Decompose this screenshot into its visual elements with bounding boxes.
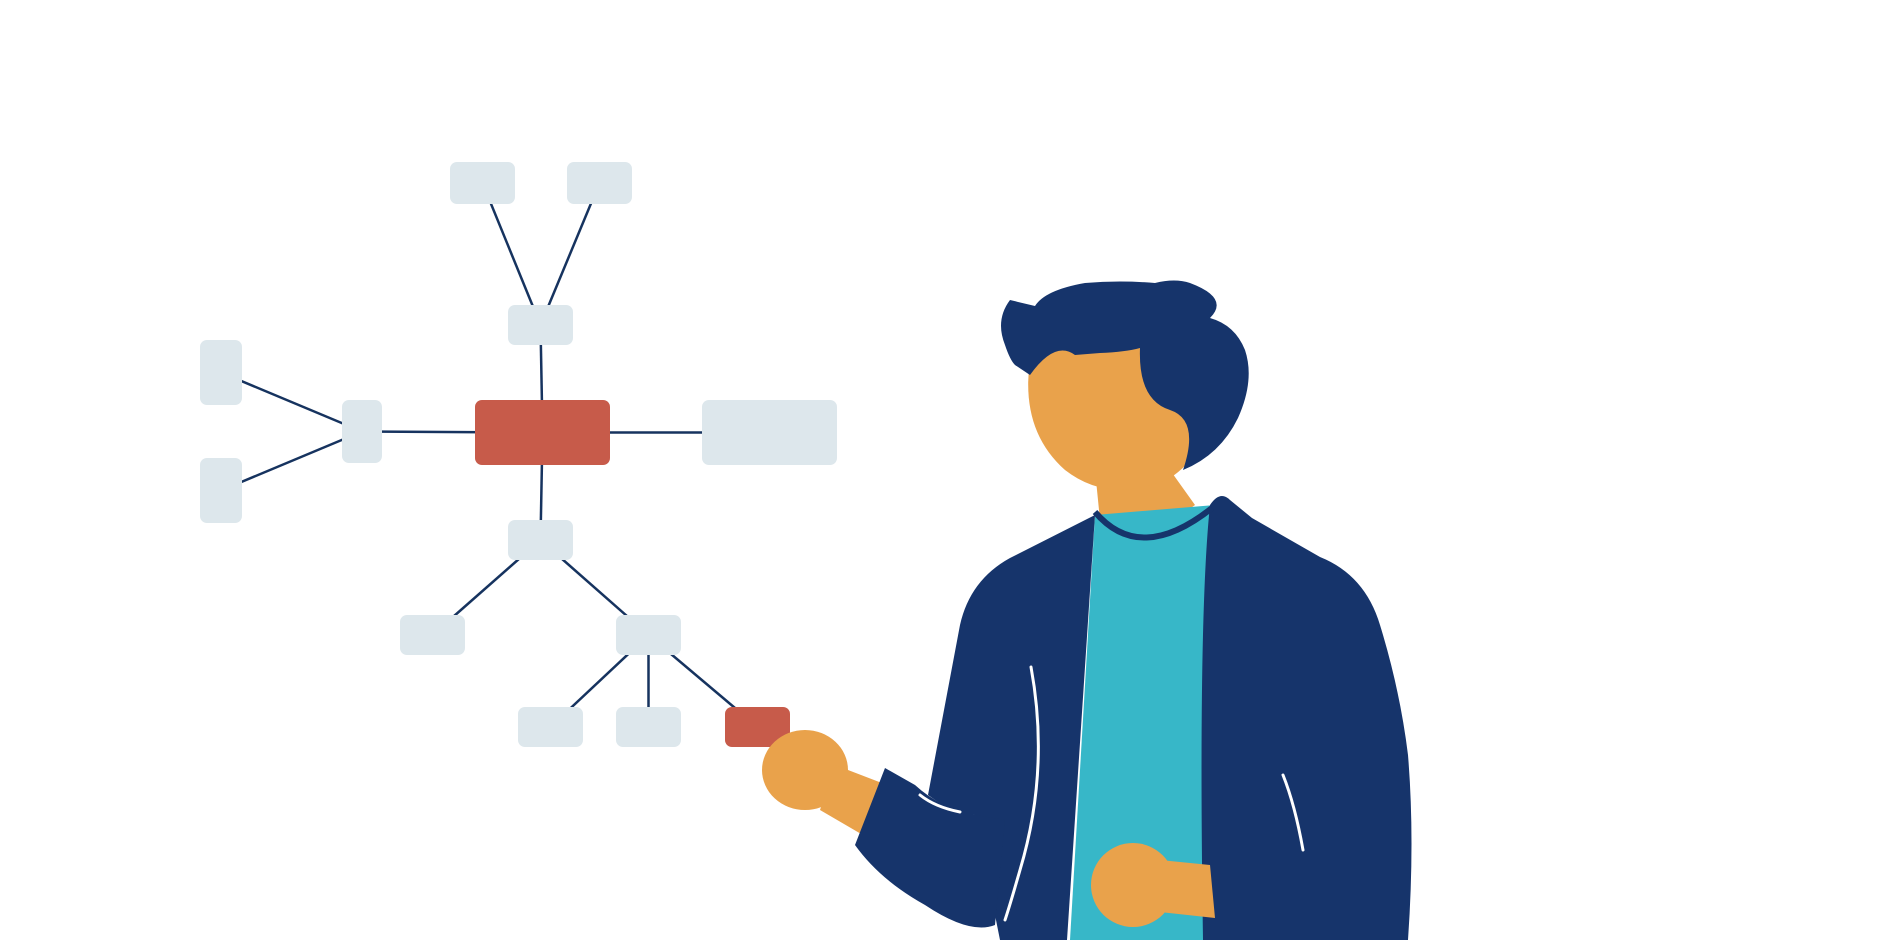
node-left-bottom-leaf	[200, 458, 242, 523]
shirt	[1070, 505, 1215, 940]
connector-top-hub-to-top-left-leaf	[481, 182, 542, 326]
person-pointing-illustration	[762, 280, 1412, 940]
node-bottom-right-leaf-3	[725, 707, 790, 747]
connector-left-hub-to-left-bottom-leaf	[220, 430, 363, 492]
collar	[1092, 505, 1214, 541]
diagram-nodes	[200, 162, 837, 747]
node-top-hub	[508, 305, 573, 345]
resting-hand	[1091, 843, 1175, 927]
connector-top-hub-to-top-right-leaf	[539, 182, 601, 326]
hair	[1001, 280, 1249, 470]
jacket-seam-left	[1003, 665, 1040, 922]
node-bottom-left-leaf	[400, 615, 465, 655]
node-bottom-hub	[508, 520, 573, 560]
jacket-left-sleeve	[855, 768, 1005, 928]
node-top-right-leaf	[567, 162, 632, 204]
resting-wrist	[1160, 860, 1215, 918]
node-left-top-leaf	[200, 340, 242, 405]
node-center	[475, 400, 610, 465]
pointing-hand	[762, 730, 848, 810]
node-right-leaf	[702, 400, 837, 465]
node-bottom-right-hub	[616, 615, 681, 655]
connector-left-hub-to-left-top-leaf	[220, 371, 363, 433]
node-bottom-right-leaf-2	[616, 707, 681, 747]
node-bottom-right-leaf-1	[518, 707, 583, 747]
jacket-left-panel	[928, 515, 1095, 940]
jacket-seam-right	[1281, 773, 1305, 852]
jacket-right-panel	[1201, 496, 1412, 940]
jacket-seam-sleeve	[918, 793, 962, 814]
node-top-left-leaf	[450, 162, 515, 204]
node-left-hub	[342, 400, 382, 463]
